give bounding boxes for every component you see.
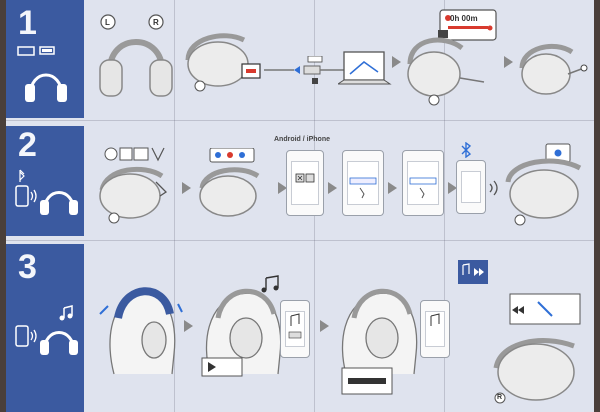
- music-playback-icon: [15, 305, 78, 355]
- phone-connected: [456, 160, 486, 214]
- earcup-usb-port-illustration: [185, 33, 261, 92]
- phone-bluetooth-icon: [15, 169, 78, 215]
- headphones-front-illustration: [99, 14, 173, 97]
- play-screen-icon: [288, 313, 302, 339]
- device-select-icon: [409, 177, 437, 199]
- music-player-phone: [280, 300, 310, 358]
- step-1-panel: L R: [84, 0, 594, 118]
- settings-icon: [295, 173, 315, 183]
- music-player-phone-volume: [420, 300, 450, 358]
- phone-screen: [291, 161, 319, 205]
- fold-line: [6, 120, 594, 121]
- step-arrow: [184, 320, 193, 332]
- earcup-power-button-illustration: [99, 166, 168, 224]
- step-arrow: [320, 320, 329, 332]
- step-arrow: [504, 56, 513, 68]
- step-number-1: 1: [18, 4, 37, 42]
- phone-device-list-screen: [402, 150, 444, 216]
- step-3-panel: R: [84, 244, 594, 412]
- head-volume-illustration: [341, 288, 418, 395]
- phone-settings-screen: [286, 150, 324, 216]
- left-marker: L: [105, 18, 110, 27]
- row-divider-1: [6, 118, 594, 126]
- right-marker-step3: R: [497, 394, 503, 401]
- step-arrow: [328, 182, 337, 194]
- bluetooth-toggle-icon: [349, 177, 377, 199]
- earcup-blinking-led-illustration: [199, 148, 260, 217]
- step-arrow: [392, 56, 401, 68]
- pairing-status-icons: [104, 147, 165, 162]
- step-number-2: 2: [18, 126, 37, 164]
- head-side-play-illustration: [201, 288, 282, 377]
- step-arrow: [182, 182, 191, 194]
- charge-headphones-icon: [17, 46, 67, 102]
- right-marker: R: [153, 18, 159, 27]
- phone-bluetooth-screen: [342, 150, 384, 216]
- fold-line: [174, 0, 175, 412]
- charging-timer-illustration: [407, 9, 497, 106]
- earcup-touch-panel-illustration: [493, 293, 581, 404]
- phone-screen: [407, 161, 439, 205]
- step-2-panel: Android / iPhone: [84, 126, 594, 236]
- head-wearing-headphones-illustration: [99, 287, 183, 375]
- laptop-illustration: [338, 51, 392, 85]
- row-divider-2: [6, 236, 594, 244]
- step-arrow: [448, 182, 457, 194]
- phone-screen: [285, 311, 305, 347]
- step-arrow: [278, 182, 287, 194]
- earcup-connected-illustration: [505, 143, 582, 226]
- step-number-3: 3: [18, 248, 37, 286]
- phone-screen: [461, 171, 481, 203]
- phone-screen: [425, 311, 445, 347]
- bluetooth-icon: [461, 142, 472, 158]
- music-screen-icon: [430, 313, 440, 326]
- fold-line: [6, 240, 594, 241]
- instruction-sheet: 1 2 3 L: [6, 0, 594, 412]
- music-note-icon: [261, 275, 279, 293]
- phone-screen: [347, 161, 379, 205]
- next-track-icon: [458, 260, 488, 284]
- signal-waves-icon: [489, 180, 498, 196]
- platform-label: Android / iPhone: [274, 136, 330, 143]
- step-arrow: [388, 182, 397, 194]
- fold-line: [444, 0, 445, 412]
- charged-earcup-illustration: [519, 43, 588, 95]
- timer-readout: 0h 00m: [450, 14, 478, 23]
